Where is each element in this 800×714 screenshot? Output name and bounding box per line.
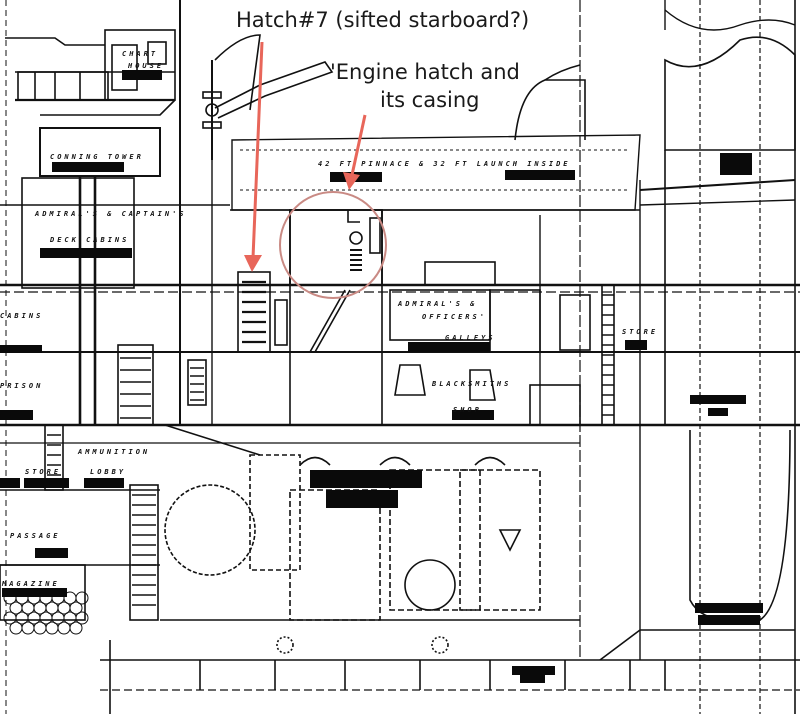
redaction-bar bbox=[520, 675, 545, 683]
label-lobby: LOBBY bbox=[90, 468, 127, 476]
hatch7-arrow-line bbox=[251, 41, 264, 259]
label-passage: PASSAGE bbox=[10, 532, 61, 540]
label-shop: SHOP bbox=[453, 406, 482, 414]
redaction-bar bbox=[408, 342, 490, 352]
redaction-bar bbox=[505, 170, 575, 180]
redaction-bar bbox=[2, 588, 67, 597]
hatch7-arrow-head bbox=[244, 255, 262, 272]
redaction-bar bbox=[52, 162, 124, 172]
engine-hatch-arrow-head bbox=[343, 172, 360, 190]
label-magazine: MAGAZINE bbox=[2, 580, 60, 588]
label-ammunition: AMMUNITION bbox=[78, 448, 151, 456]
redaction-bar bbox=[24, 478, 69, 488]
redaction-bar bbox=[720, 153, 752, 175]
redaction-bar bbox=[625, 340, 647, 350]
label-galleys: GALLEYS bbox=[445, 334, 496, 342]
label-prison: PRISON bbox=[0, 382, 44, 390]
label-store: STORE bbox=[25, 468, 62, 476]
redaction-bar bbox=[35, 548, 68, 558]
engine-hatch-circle bbox=[279, 191, 387, 299]
label-store-right: STORE bbox=[622, 328, 659, 336]
redaction-bar bbox=[708, 408, 728, 416]
redaction-bar bbox=[695, 603, 763, 613]
label-admirals-captains: ADMIRAL'S & CAPTAIN'S bbox=[35, 210, 187, 218]
label-cabins-left: CABINS bbox=[0, 312, 44, 320]
redaction-bar bbox=[452, 410, 494, 420]
redaction-bar bbox=[0, 345, 42, 353]
redaction-bar bbox=[0, 410, 33, 420]
redaction-bar bbox=[512, 666, 555, 675]
label-blacksmiths: BLACKSMITHS bbox=[432, 380, 512, 388]
redaction-bar bbox=[122, 70, 162, 80]
redaction-bar bbox=[0, 478, 20, 488]
redaction-bar bbox=[40, 248, 132, 258]
label-deck-cabins: DECK CABINS bbox=[50, 236, 130, 244]
label-chart-house-1: CHART bbox=[122, 50, 159, 58]
label-admirals-officers-2: OFFICERS' bbox=[422, 313, 487, 321]
redaction-bar bbox=[326, 490, 398, 508]
redaction-bar bbox=[690, 395, 746, 404]
annotation-engine-hatch-line1: 'Engine hatch and bbox=[330, 60, 520, 84]
label-chart-house-2: HOUSE bbox=[128, 62, 165, 70]
redaction-bar bbox=[698, 615, 760, 625]
label-conning-tower: CONNING TOWER bbox=[50, 153, 144, 161]
label-admirals-officers-1: ADMIRAL'S & bbox=[398, 300, 478, 308]
annotation-hatch7: Hatch#7 (sifted starboard?) bbox=[236, 8, 530, 32]
redaction-bar bbox=[84, 478, 124, 488]
redaction-bar bbox=[310, 470, 422, 488]
annotation-engine-hatch-line2: its casing bbox=[380, 88, 480, 112]
label-pinnace-launch: 42 FT PINNACE & 32 FT LAUNCH INSIDE bbox=[318, 160, 571, 168]
engine-hatch-arrow-line bbox=[350, 114, 367, 176]
